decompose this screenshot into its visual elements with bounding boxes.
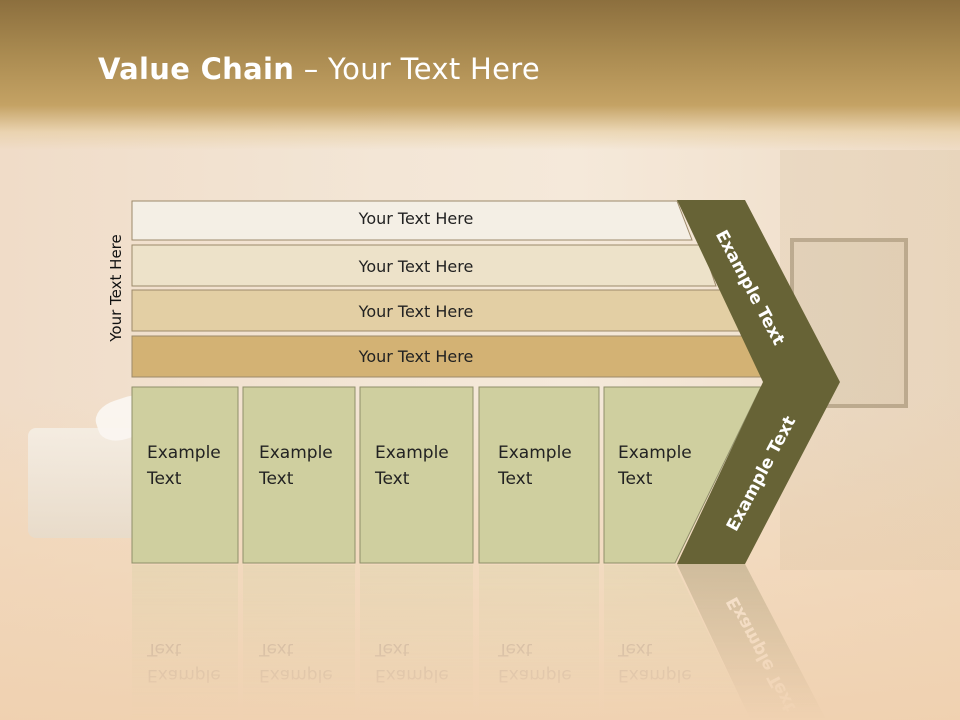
reflection-box-2-line1: Example (259, 665, 333, 685)
chevron-shape (677, 200, 840, 564)
box-2-line1: Example (259, 443, 333, 463)
title-bold: Value Chain (98, 52, 295, 86)
box-5-shape (603, 386, 762, 564)
box-2-shape (242, 386, 356, 564)
band-2[interactable]: Your Text Here (131, 244, 717, 287)
title-rest: – Your Text Here (294, 52, 540, 86)
band-3-label: Your Text Here (358, 302, 474, 321)
reflection-box-3-line1: Example (375, 665, 449, 685)
header-band (0, 0, 960, 150)
reflection-box-4-line1: Example (498, 665, 572, 685)
diagram-reflection: Example Text Example Text Example Text E… (132, 564, 827, 720)
box-2-line2: Text (258, 469, 294, 489)
box-1-line1: Example (147, 443, 221, 463)
box-3-line2: Text (374, 469, 410, 489)
box-4-shape (478, 386, 600, 564)
box-3[interactable]: Example Text (359, 386, 474, 564)
band-1-label: Your Text Here (358, 209, 474, 228)
box-3-shape (359, 386, 474, 564)
box-5[interactable]: Example Text (603, 386, 762, 564)
reflection-chevron-arm (677, 564, 827, 720)
box-1[interactable]: Example Text (131, 386, 239, 564)
background-sofa (28, 428, 138, 538)
reflection-box-4-line2: Text (497, 639, 533, 659)
band-4[interactable]: Your Text Here (131, 335, 764, 378)
band-1[interactable]: Your Text Here (131, 200, 693, 241)
box-4[interactable]: Example Text (478, 386, 600, 564)
band-3[interactable]: Your Text Here (131, 289, 741, 332)
band-1-shape (131, 200, 693, 241)
reflection-box-1-line2: Text (146, 639, 182, 659)
band-4-label: Your Text Here (358, 347, 474, 366)
box-2[interactable]: Example Text (242, 386, 356, 564)
reflection-box-1 (132, 565, 238, 720)
reflection-box-3-line2: Text (374, 639, 410, 659)
reflection-box-5 (604, 565, 751, 720)
box-4-line2: Text (497, 469, 533, 489)
box-1-shape (131, 386, 239, 564)
band-2-shape (131, 244, 717, 287)
reflection-box-2-line2: Text (258, 639, 294, 659)
reflection-box-2 (243, 565, 355, 720)
box-1-line2: Text (146, 469, 182, 489)
box-3-line1: Example (375, 443, 449, 463)
slide-title: Value Chain – Your Text Here (98, 52, 540, 86)
reflection-box-5-line1: Example (618, 665, 692, 685)
reflection-box-3 (360, 565, 473, 720)
band-2-label: Your Text Here (358, 257, 474, 276)
reflection-box-4 (479, 565, 599, 720)
reflection-box-1-line1: Example (147, 665, 221, 685)
diagram-main: Your Text Here Your Text Here Your Text … (131, 200, 840, 564)
box-5-line2: Text (617, 469, 653, 489)
reflection-box-5-line2: Text (617, 639, 653, 659)
box-4-line1: Example (498, 443, 572, 463)
box-5-line1: Example (618, 443, 692, 463)
